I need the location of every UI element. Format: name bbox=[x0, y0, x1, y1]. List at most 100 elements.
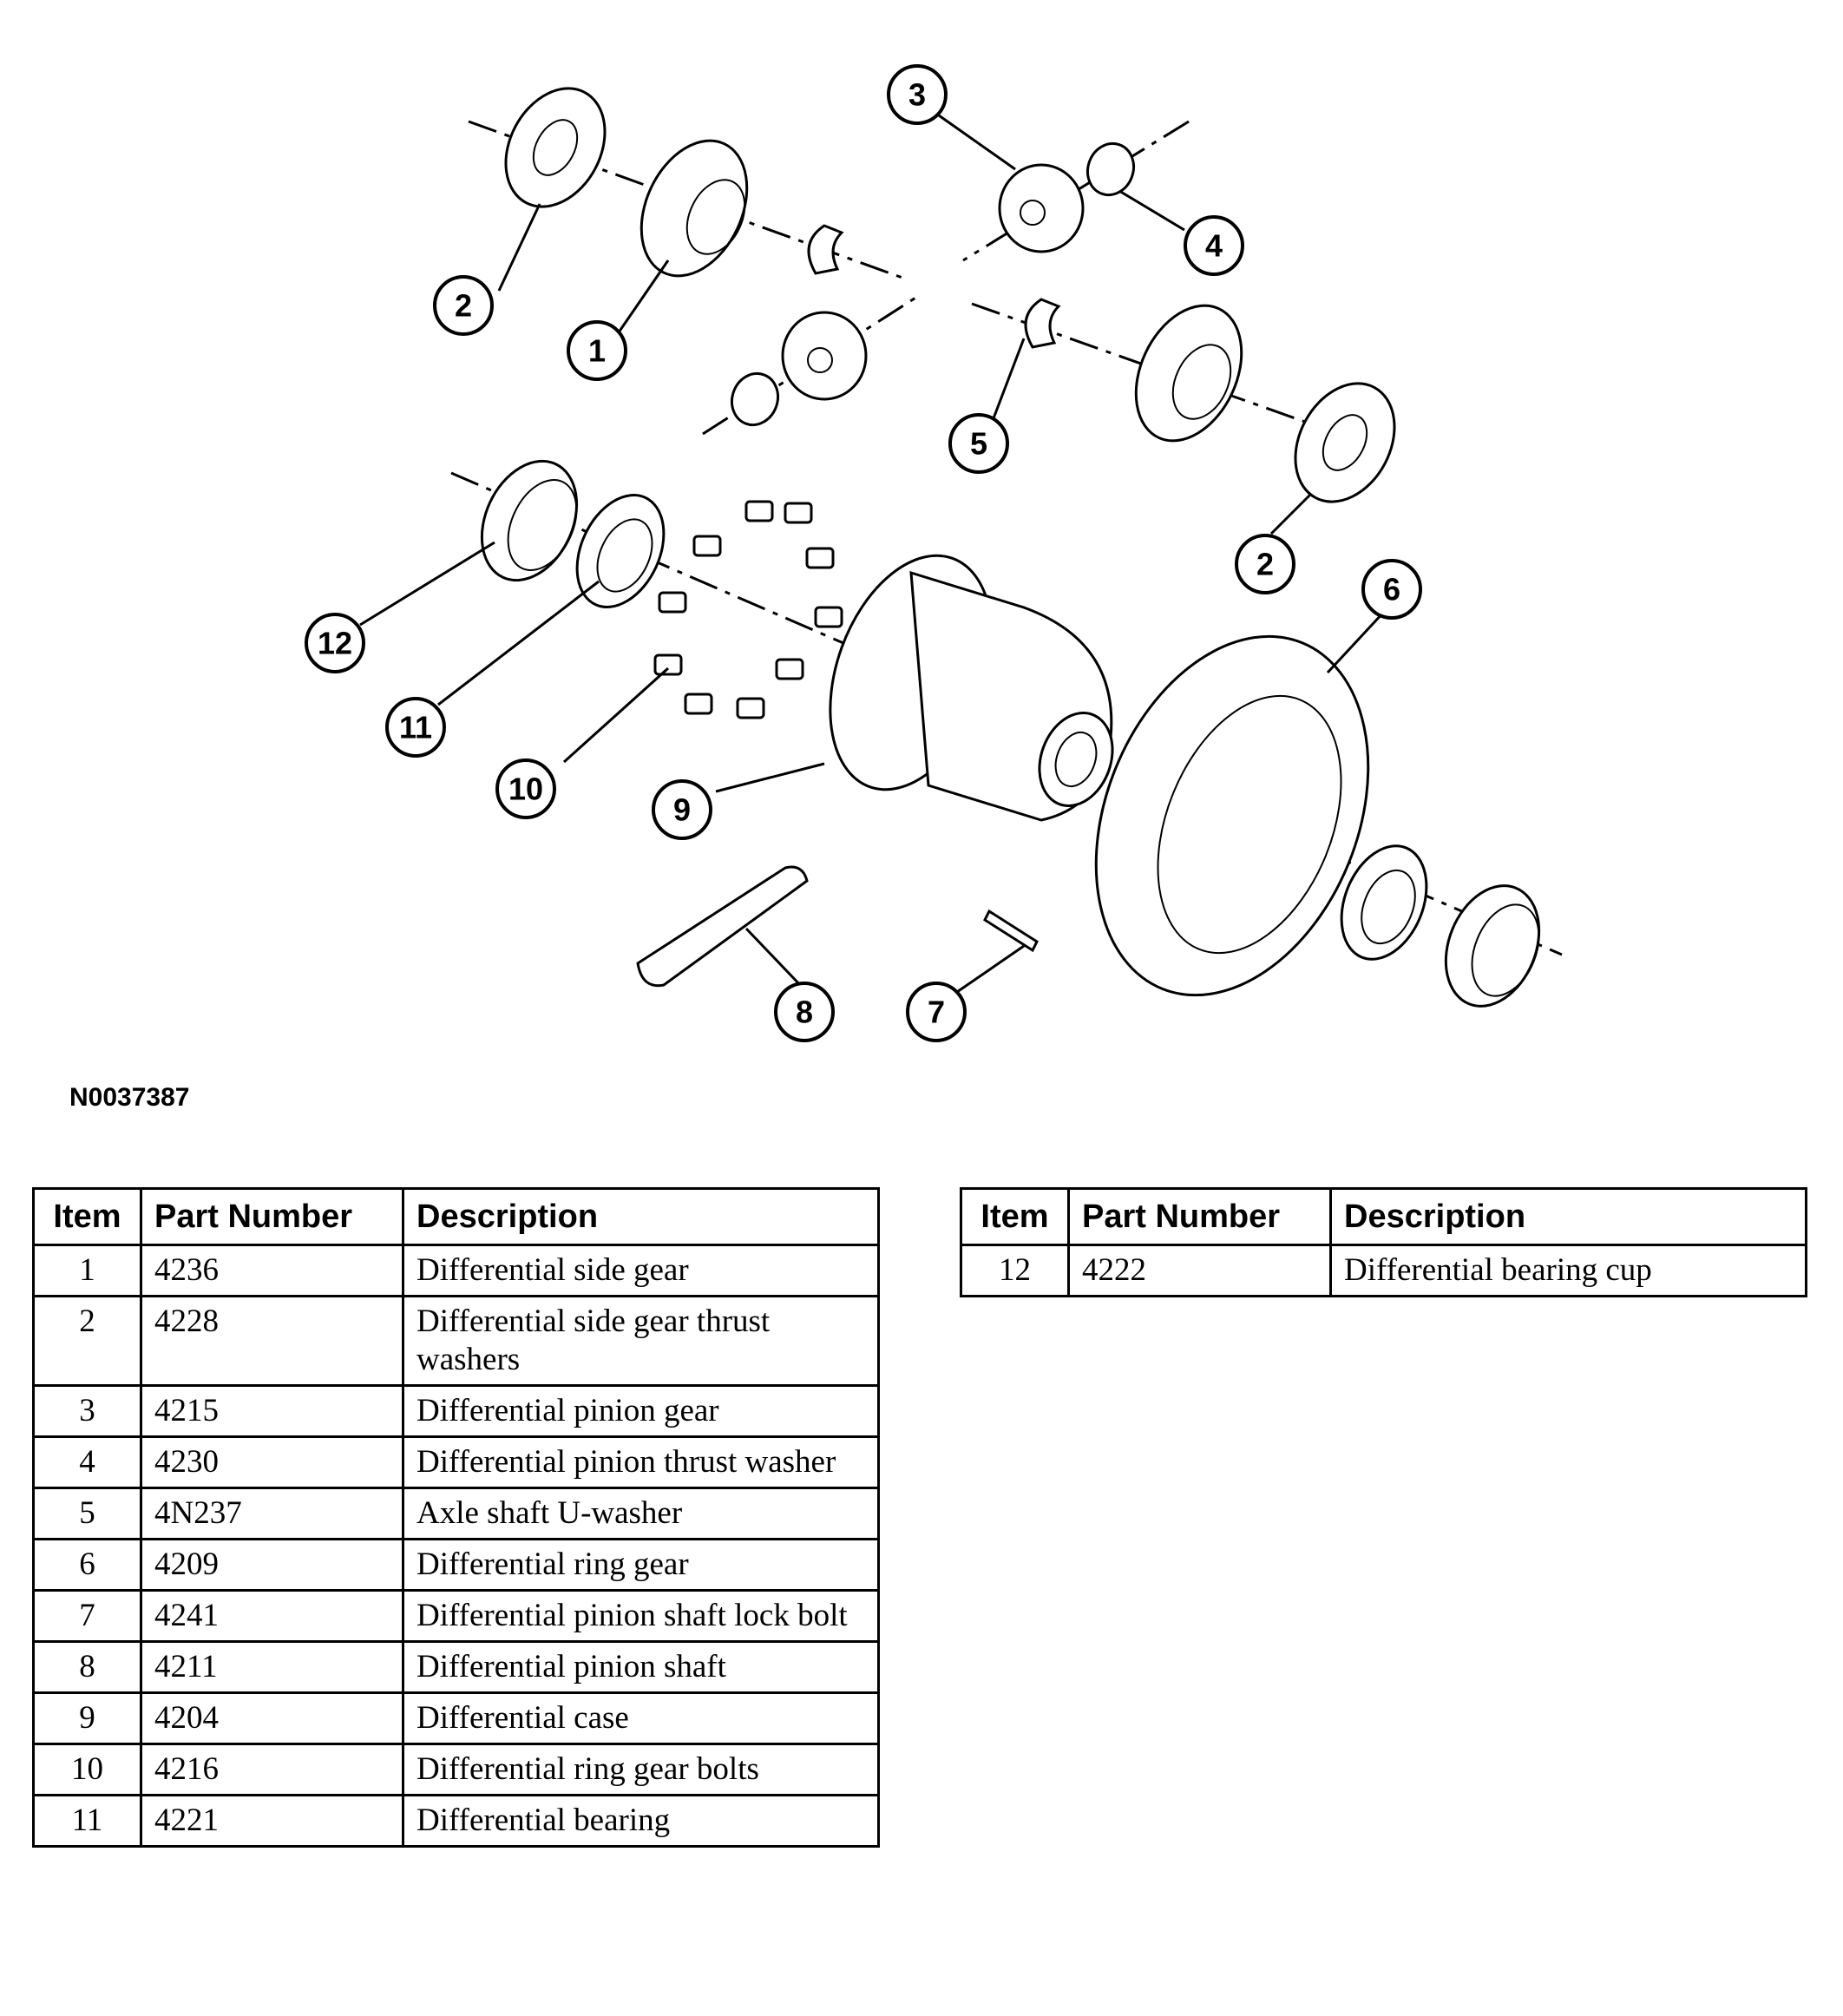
cell-item: 7 bbox=[32, 1589, 142, 1643]
table-header-row: Item Part Number Description bbox=[960, 1187, 1807, 1246]
callout-9: 9 bbox=[652, 779, 712, 840]
table-header-row: Item Part Number Description bbox=[32, 1187, 880, 1246]
svg-text:5: 5 bbox=[970, 426, 987, 462]
callout-2-right: 2 bbox=[1235, 534, 1295, 594]
differential-case bbox=[829, 554, 1114, 822]
svg-text:7: 7 bbox=[928, 995, 945, 1030]
cell-part-number: 4236 bbox=[140, 1244, 404, 1297]
bearing-right bbox=[1340, 844, 1428, 961]
cell-part-number: 4209 bbox=[140, 1538, 404, 1592]
header-description: Description bbox=[1329, 1187, 1807, 1246]
svg-text:11: 11 bbox=[399, 710, 432, 745]
callout-11: 11 bbox=[385, 697, 446, 758]
side-gear-right bbox=[1134, 304, 1243, 443]
u-washer-left bbox=[807, 224, 844, 275]
svg-text:4: 4 bbox=[1205, 228, 1223, 264]
cell-description: Differential pinion gear bbox=[402, 1384, 880, 1438]
bearing-left bbox=[575, 494, 666, 608]
figure-code: N0037387 bbox=[69, 1083, 190, 1112]
cell-item: 12 bbox=[960, 1244, 1070, 1297]
bearing-cup-left bbox=[480, 459, 579, 582]
side-gear-left bbox=[639, 139, 749, 278]
svg-text:3: 3 bbox=[908, 77, 926, 113]
header-part-number: Part Number bbox=[1067, 1187, 1332, 1246]
pinion-thrust-washer-upper bbox=[1086, 141, 1135, 197]
side-gear-thrust-washer-left bbox=[504, 87, 607, 208]
cell-description: Differential pinion thrust washer bbox=[402, 1435, 880, 1489]
svg-text:2: 2 bbox=[455, 288, 472, 324]
svg-text:12: 12 bbox=[318, 626, 352, 661]
callout-12: 12 bbox=[305, 613, 365, 673]
cell-part-number: 4N237 bbox=[140, 1487, 404, 1540]
callout-2: 2 bbox=[433, 275, 494, 336]
side-gear-thrust-washer-right bbox=[1294, 382, 1396, 503]
lock-bolt bbox=[983, 909, 1039, 953]
pinion-gear-upper bbox=[998, 163, 1085, 253]
callout-1: 1 bbox=[567, 320, 627, 381]
callout-3: 3 bbox=[887, 64, 948, 125]
cell-part-number: 4222 bbox=[1067, 1244, 1332, 1297]
callout-8: 8 bbox=[774, 982, 835, 1042]
cell-description: Differential side gear thrust washers bbox=[402, 1295, 880, 1387]
callout-4: 4 bbox=[1184, 215, 1244, 276]
svg-text:9: 9 bbox=[673, 792, 691, 828]
header-item: Item bbox=[32, 1187, 142, 1246]
cell-description: Differential case bbox=[402, 1691, 880, 1745]
ring-gear bbox=[1094, 634, 1370, 997]
cell-item: 2 bbox=[32, 1295, 142, 1387]
pinion-shaft bbox=[636, 865, 809, 988]
cell-item: 11 bbox=[32, 1794, 142, 1848]
exploded-diagram: 1 2 3 4 5 6 7 8 9 10 11 12 bbox=[305, 64, 1563, 1042]
cell-item: 8 bbox=[32, 1640, 142, 1694]
svg-text:2: 2 bbox=[1256, 547, 1274, 582]
header-part-number: Part Number bbox=[140, 1187, 404, 1246]
cell-part-number: 4228 bbox=[140, 1295, 404, 1387]
bearing-cup-right bbox=[1444, 884, 1541, 1008]
cell-description: Differential pinion shaft bbox=[402, 1640, 880, 1694]
header-description: Description bbox=[402, 1187, 880, 1246]
cell-item: 5 bbox=[32, 1487, 142, 1540]
cell-description: Differential ring gear bbox=[402, 1538, 880, 1592]
pinion-gear-lower bbox=[781, 311, 868, 401]
svg-text:10: 10 bbox=[508, 772, 543, 807]
cell-item: 10 bbox=[32, 1743, 142, 1796]
pinion-thrust-washer-lower bbox=[731, 371, 779, 427]
cell-description: Differential bearing cup bbox=[1329, 1244, 1807, 1297]
svg-text:8: 8 bbox=[796, 995, 813, 1030]
svg-text:1: 1 bbox=[588, 333, 606, 369]
ring-gear-bolts bbox=[653, 500, 843, 719]
callout-10: 10 bbox=[495, 758, 556, 819]
cell-part-number: 4211 bbox=[140, 1640, 404, 1694]
cell-description: Differential pinion shaft lock bolt bbox=[402, 1589, 880, 1643]
cell-part-number: 4230 bbox=[140, 1435, 404, 1489]
cell-description: Differential side gear bbox=[402, 1244, 880, 1297]
cell-item: 1 bbox=[32, 1244, 142, 1297]
cell-description: Axle shaft U-washer bbox=[402, 1487, 880, 1540]
callout-5: 5 bbox=[948, 413, 1009, 474]
header-item: Item bbox=[960, 1187, 1070, 1246]
cell-description: Differential ring gear bolts bbox=[402, 1743, 880, 1796]
leader-lines bbox=[359, 114, 1386, 994]
callout-6: 6 bbox=[1361, 559, 1422, 620]
cell-item: 4 bbox=[32, 1435, 142, 1489]
callout-7: 7 bbox=[906, 982, 967, 1042]
svg-text:6: 6 bbox=[1383, 572, 1400, 607]
cell-part-number: 4221 bbox=[140, 1794, 404, 1848]
cell-part-number: 4241 bbox=[140, 1589, 404, 1643]
cell-part-number: 4204 bbox=[140, 1691, 404, 1745]
cell-part-number: 4215 bbox=[140, 1384, 404, 1438]
u-washer-right bbox=[1024, 298, 1061, 349]
